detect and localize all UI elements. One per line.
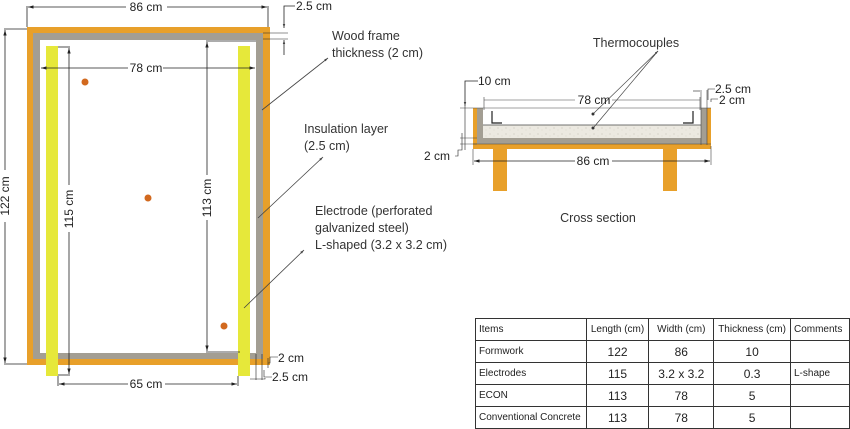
cell-width: 86 — [648, 340, 715, 363]
electrode-label-2: galvanized steel) — [315, 221, 409, 235]
cell-length: 122 — [585, 340, 650, 363]
table-row: Electrodes 115 3.2 x 3.2 0.3 L-shape — [475, 362, 850, 385]
cell-item: ECON — [475, 384, 587, 407]
header-thickness: Thickness (cm) — [713, 318, 791, 341]
xs-wood-left — [473, 108, 477, 146]
thermocouple-2 — [144, 194, 152, 202]
header-comments: Comments — [789, 318, 850, 341]
cell-thickness: 5 — [713, 406, 791, 429]
plan-width-label: 86 cm — [130, 0, 163, 14]
cell-thickness: 5 — [713, 384, 791, 407]
xs-leg-right — [663, 149, 677, 191]
cell-length: 113 — [585, 406, 650, 429]
xs-frame-label: 2 cm — [719, 93, 745, 107]
cross-section-caption: Cross section — [560, 211, 636, 225]
xs-electrode-right — [683, 111, 694, 124]
header-items: Items — [475, 318, 587, 341]
electrode-label-1: Electrode (perforated — [315, 204, 432, 218]
inner-length-label: 113 cm — [200, 179, 214, 217]
table-row: ECON 113 78 5 — [475, 384, 850, 407]
xs-insulation-bottom — [477, 138, 707, 144]
xs-wood-right — [707, 108, 711, 146]
insulation-label-1: Insulation layer — [304, 122, 388, 136]
cell-width: 78 — [648, 384, 715, 407]
thermocouple-3 — [220, 322, 228, 330]
xs-concrete-layer — [483, 125, 701, 138]
electrode-spacing-label: 65 cm — [130, 377, 163, 391]
plan-inner-width-label: 78 cm — [130, 61, 163, 75]
cell-item: Formwork — [475, 340, 587, 363]
annotations: Wood frame thickness (2 cm) Insulation l… — [243, 29, 447, 309]
bottom-frame-label: 2 cm — [278, 351, 304, 365]
xs-insulation-right — [701, 108, 707, 144]
thermocouples-label: Thermocouples — [593, 36, 679, 50]
electrode-label-3: L-shaped (3.2 x 3.2 cm) — [315, 238, 447, 252]
cell-comment — [789, 384, 850, 407]
header-width: Width (cm) — [648, 318, 715, 341]
xs-thermocouple-1 — [591, 112, 595, 116]
xs-leg-left — [493, 149, 507, 191]
plan-view: 86 cm 78 cm 122 cm 115 cm 113 cm 65 cm — [0, 0, 332, 391]
xs-base-label: 2 cm — [424, 149, 450, 163]
electrode-length-label: 115 cm — [62, 190, 76, 228]
cell-length: 113 — [585, 384, 650, 407]
cell-length: 115 — [585, 362, 650, 385]
cell-comment — [789, 340, 850, 363]
table-row: Formwork 122 86 10 — [475, 340, 850, 363]
specifications-table: Items Length (cm) Width (cm) Thickness (… — [475, 318, 850, 429]
cell-width: 78 — [648, 406, 715, 429]
header-length: Length (cm) — [585, 318, 650, 341]
bottom-insulation-label: 2.5 cm — [272, 370, 308, 384]
xs-electrode-left — [491, 111, 502, 124]
xs-depth-label: 10 cm — [478, 74, 511, 88]
cell-width: 3.2 x 3.2 — [648, 362, 715, 385]
xs-inner-width-label: 78 cm — [578, 93, 611, 107]
table-header-row: Items Length (cm) Width (cm) Thickness (… — [475, 318, 850, 341]
cell-thickness: 0.3 — [713, 362, 791, 385]
plan-length-label: 122 cm — [0, 176, 12, 215]
xs-base-board — [473, 144, 711, 149]
electrode-left — [46, 46, 58, 376]
xs-insulation-label: 2.5 cm — [715, 82, 751, 96]
cell-thickness: 10 — [713, 340, 791, 363]
cell-item: Conventional Concrete — [475, 406, 587, 429]
xs-insulation-left — [477, 108, 483, 144]
thermocouple-1 — [81, 78, 89, 86]
top-frame-label: 2.5 cm — [296, 0, 332, 13]
cross-section: Thermocouples 78 cm 10 cm 2 cm 86 cm 2.5… — [424, 36, 751, 225]
xs-outer-width-label: 86 cm — [577, 154, 610, 168]
cell-comment — [789, 406, 850, 429]
cell-comment: L-shape — [789, 362, 850, 385]
cell-item: Electrodes — [475, 362, 587, 385]
wood-frame-label-1: Wood frame — [332, 29, 400, 43]
wood-frame-label-2: thickness (2 cm) — [332, 46, 423, 60]
electrode-right — [238, 46, 250, 376]
insulation-label-2: (2.5 cm) — [304, 139, 350, 153]
table-row: Conventional Concrete 113 78 5 — [475, 406, 850, 429]
xs-thermocouple-2 — [591, 126, 595, 130]
